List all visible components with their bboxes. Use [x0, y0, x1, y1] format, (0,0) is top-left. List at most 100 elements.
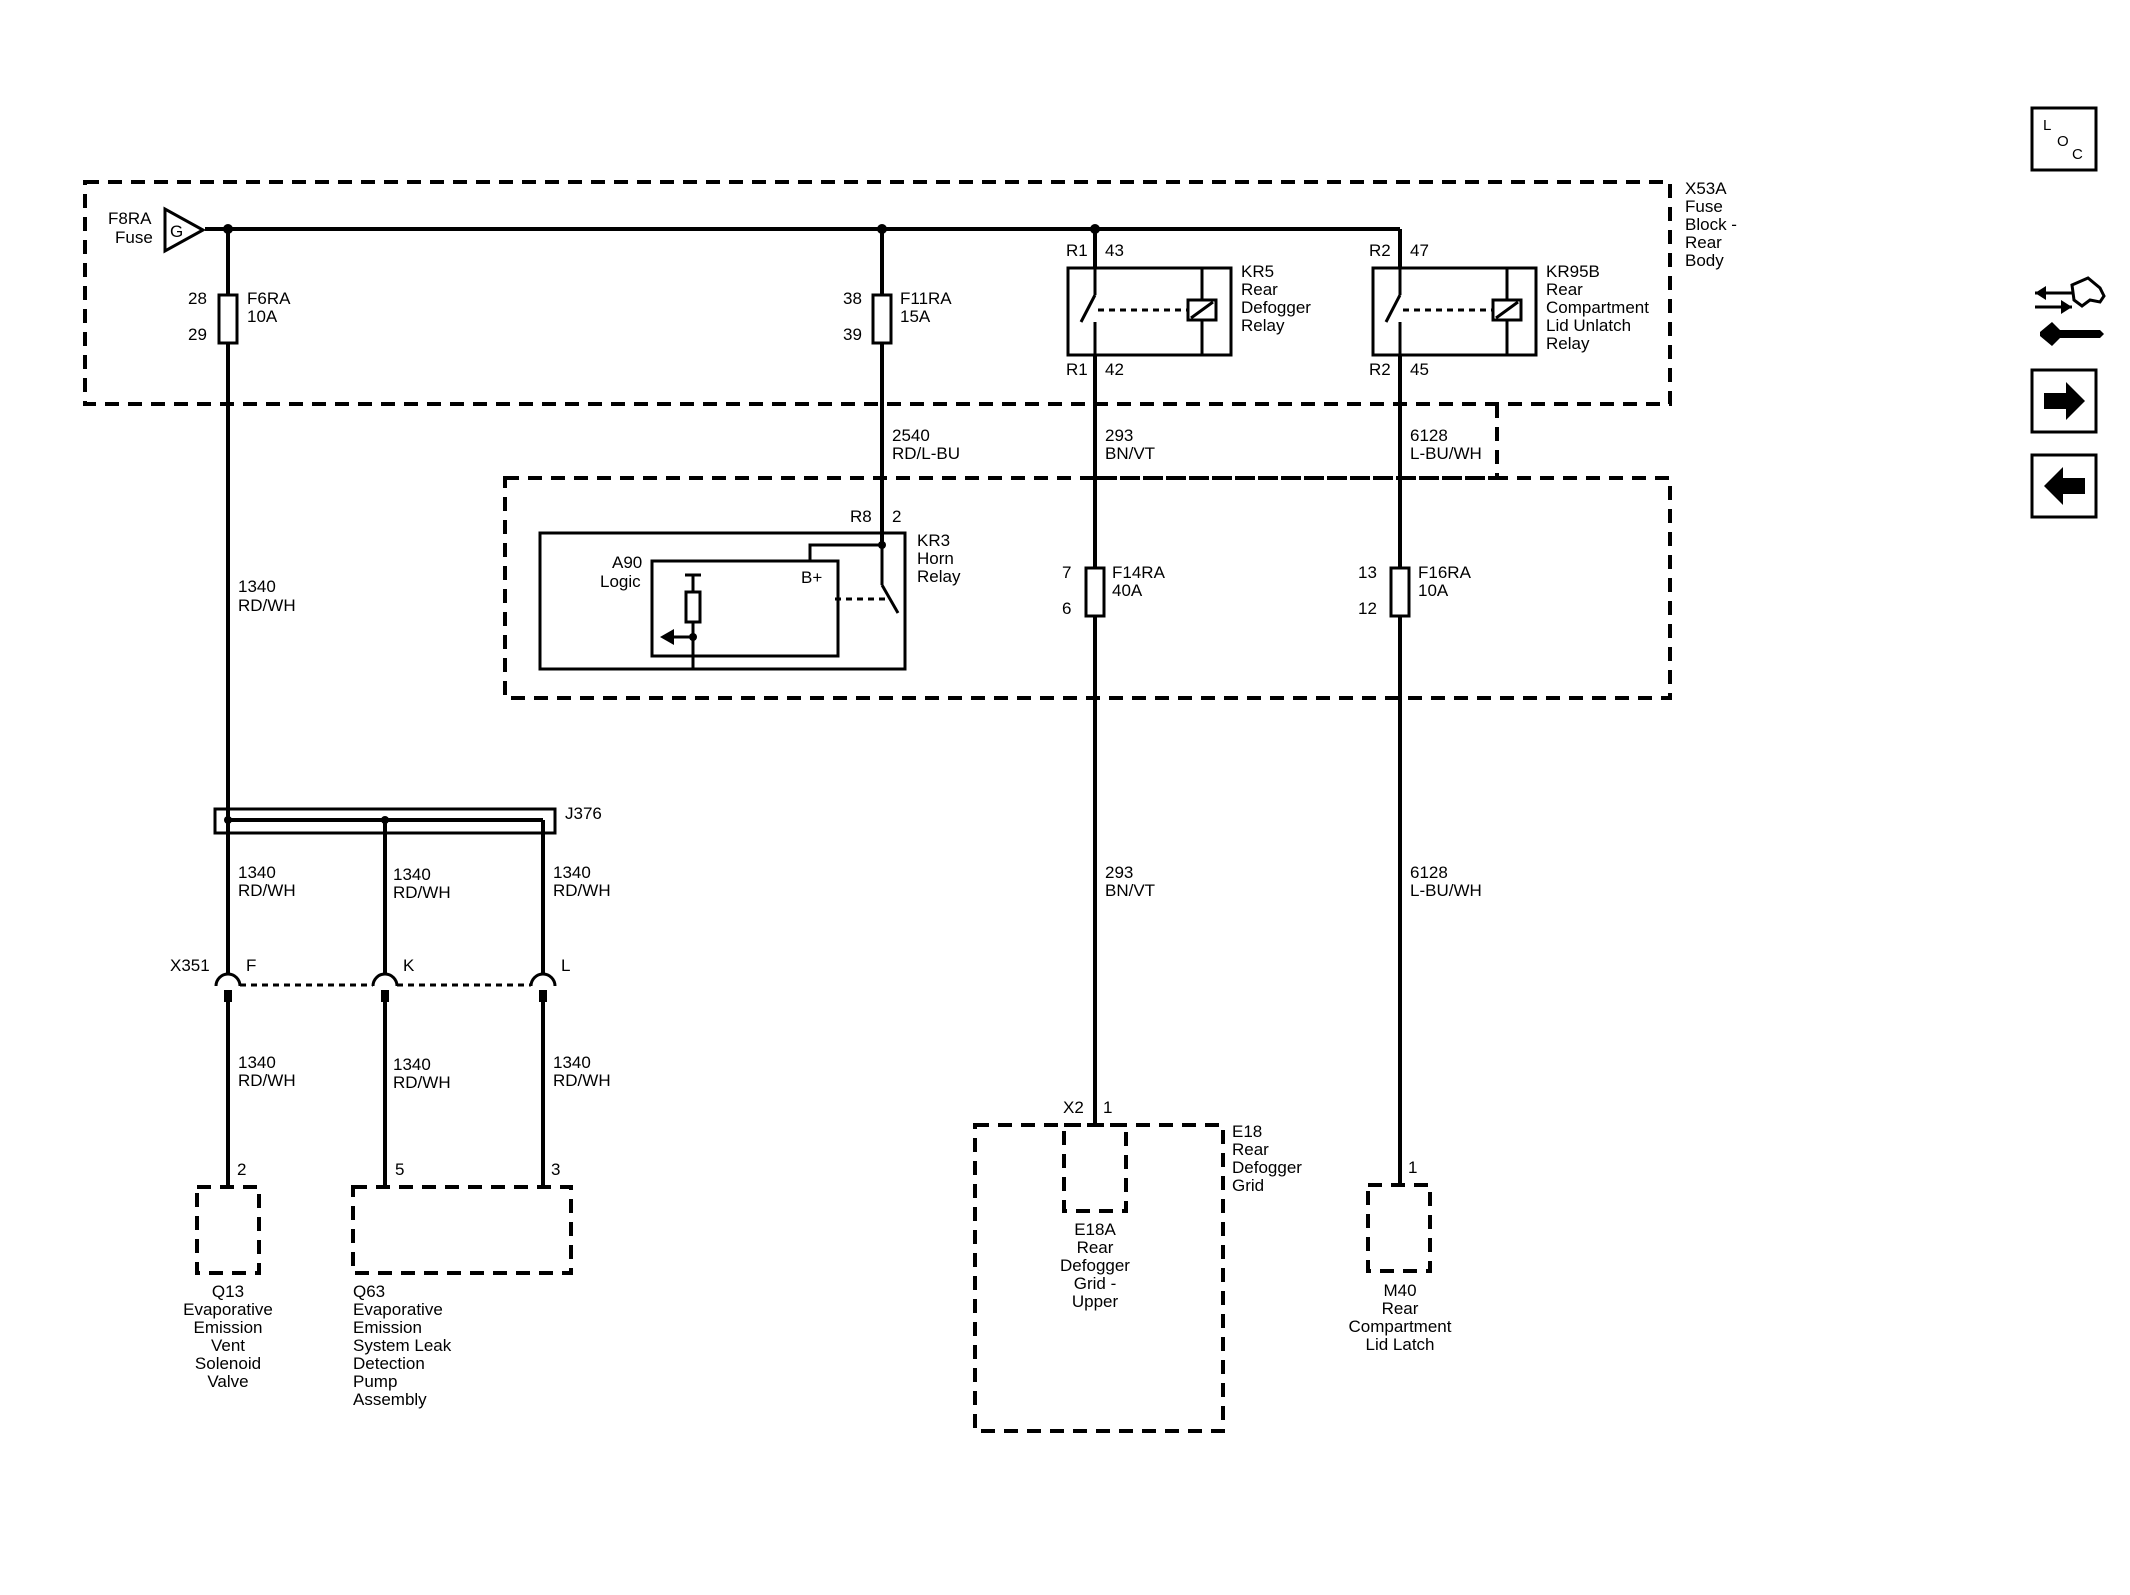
x351-female-terminal	[529, 972, 557, 987]
kr5-label-1: Rear	[1241, 280, 1278, 299]
wire-1340-color: RD/WH	[553, 1071, 611, 1090]
kr5-pin-top: 43	[1105, 241, 1124, 260]
q13-label-3: Vent	[211, 1336, 245, 1355]
q63-id: Q63	[353, 1282, 385, 1301]
kr5-coil-diagonal	[1190, 300, 1214, 320]
q63-pin-b: 3	[551, 1160, 560, 1179]
e18a-rear-defogger-grid-upper	[1062, 1123, 1128, 1213]
a90-arrow-head	[660, 629, 674, 645]
e18-label-1: Rear	[1232, 1140, 1269, 1159]
q13-label-2: Emission	[194, 1318, 263, 1337]
source-fuse-symbol-letter: G	[170, 222, 183, 241]
q63-label-2: Emission	[353, 1318, 422, 1337]
fuse-f11ra-pin-in: 38	[843, 289, 862, 308]
kr3-label-2: Relay	[917, 567, 961, 586]
e18a-label-1: Rear	[1077, 1238, 1114, 1257]
fuse-f6ra-pin-in: 28	[188, 289, 207, 308]
fuse-f6ra-id: F6RA	[247, 289, 291, 308]
wire-1340-color: RD/WH	[238, 596, 296, 615]
e18-id: E18	[1232, 1122, 1262, 1141]
e18-connector: X2	[1063, 1098, 1084, 1117]
next-page-button[interactable]	[2030, 368, 2098, 434]
x351-pin-l: L	[561, 956, 570, 975]
kr95b-label-2: Compartment	[1546, 298, 1649, 317]
source-fuse-label: Fuse	[115, 228, 153, 247]
kr95b-label-1: Rear	[1546, 280, 1583, 299]
fuse-f16ra-pin-out: 12	[1358, 599, 1377, 618]
kr95b-relay-box	[1371, 266, 1538, 357]
wire-1340-color: RD/WH	[238, 881, 296, 900]
x351-male-terminal	[539, 990, 547, 1002]
fuse-block-border	[83, 180, 1672, 406]
a90-bplus: B+	[801, 568, 822, 587]
fuse-f11ra-rating: 15A	[900, 307, 931, 326]
kr5-label-2: Defogger	[1241, 298, 1311, 317]
kr95b-id: KR95B	[1546, 262, 1600, 281]
loc-icon	[2030, 106, 2098, 172]
m40-label-1: Rear	[1382, 1299, 1419, 1318]
q13-pin: 2	[237, 1160, 246, 1179]
x351-male-terminal	[381, 990, 389, 1002]
wire-6128-color: L-BU/WH	[1410, 444, 1482, 463]
fuse-f6ra-rating: 10A	[247, 307, 278, 326]
loc-letter-c: C	[2072, 146, 2083, 163]
kr95b-conn-bot: R2	[1369, 360, 1391, 379]
fuse-block-label-1: Fuse	[1685, 197, 1723, 216]
fuse-block-id: X53A	[1685, 179, 1727, 198]
wire-293-color-lower: BN/VT	[1105, 881, 1155, 900]
m40-label-2: Compartment	[1349, 1317, 1452, 1336]
connector-view-button[interactable]	[2035, 276, 2106, 346]
wire-293-circuit: 293	[1105, 426, 1133, 445]
wire-1340-circuit: 1340	[393, 1055, 431, 1074]
connector-wrench-icon	[2035, 276, 2106, 346]
previous-page-button[interactable]	[2030, 453, 2098, 519]
kr5-conn-top: R1	[1066, 241, 1088, 260]
kr95b-conn-top: R2	[1369, 241, 1391, 260]
kr95b-pin-top: 47	[1410, 241, 1429, 260]
fuse-f16ra-pin-in: 13	[1358, 563, 1377, 582]
a90-label: Logic	[600, 572, 641, 591]
fuse-block-label-3: Rear	[1685, 233, 1722, 252]
loc-letter-o: O	[2057, 133, 2069, 150]
q63-evaporative-emission-leak-detection-pump	[351, 1185, 573, 1275]
fuse-f16ra	[1389, 566, 1411, 618]
e18-pin: 1	[1103, 1098, 1112, 1117]
kr95b-coil-diagonal	[1495, 300, 1519, 320]
source-fuse-id: F8RA	[108, 209, 152, 228]
fuse-f14ra	[1084, 566, 1106, 618]
kr3-pin: 2	[892, 507, 901, 526]
fuse-f11ra-id: F11RA	[900, 289, 952, 308]
fuse-f16ra-id: F16RA	[1418, 563, 1472, 582]
q63-label-6: Assembly	[353, 1390, 427, 1409]
kr95b-label-3: Lid Unlatch	[1546, 316, 1631, 335]
arrow-left-icon	[2044, 467, 2085, 505]
x351-id: X351	[170, 956, 210, 975]
x351-female-terminal	[214, 972, 242, 987]
q63-label-5: Pump	[353, 1372, 397, 1391]
q13-evaporative-emission-vent-solenoid-valve	[195, 1185, 261, 1275]
q13-label-1: Evaporative	[183, 1300, 273, 1319]
loc-button[interactable]: L O C	[2030, 106, 2098, 172]
kr3-switch-contact	[880, 584, 900, 614]
wire-2540-color: RD/L-BU	[892, 444, 960, 463]
fuse-f16ra-rating: 10A	[1418, 581, 1449, 600]
e18-label-2: Defogger	[1232, 1158, 1302, 1177]
wire-293-circuit-lower: 293	[1105, 863, 1133, 882]
wire-1340-circuit: 1340	[238, 1053, 276, 1072]
e18a-label-3: Grid -	[1074, 1274, 1117, 1293]
e18a-label-2: Defogger	[1060, 1256, 1130, 1275]
fuse-block-label-2: Block -	[1685, 215, 1737, 234]
q63-label-3: System Leak	[353, 1336, 452, 1355]
loc-letter-l: L	[2043, 117, 2051, 134]
q13-label-5: Valve	[207, 1372, 248, 1391]
arrow-right-icon	[2044, 382, 2085, 420]
kr5-id: KR5	[1241, 262, 1274, 281]
wire-6128-color-lower: L-BU/WH	[1410, 881, 1482, 900]
wire-1340-circuit: 1340	[393, 865, 431, 884]
fuse-f11ra-pin-out: 39	[843, 325, 862, 344]
wire-1340-circuit: 1340	[553, 863, 591, 882]
wire-6128-circuit: 6128	[1410, 426, 1448, 445]
kr95b-pin-bot: 45	[1410, 360, 1429, 379]
source-fuse-symbol	[163, 206, 207, 254]
